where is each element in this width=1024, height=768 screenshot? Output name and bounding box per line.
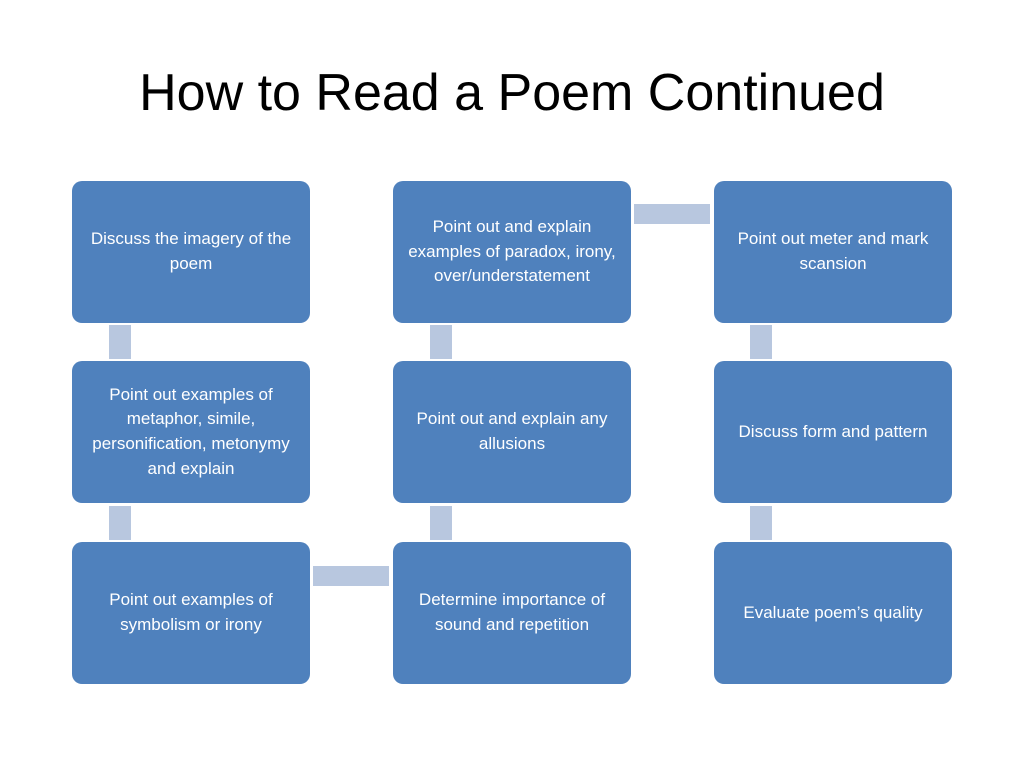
- step-box-form-pattern: Discuss form and pattern: [714, 361, 952, 503]
- connector-8-9: [750, 506, 772, 540]
- step-box-imagery: Discuss the imagery of the poem: [72, 181, 310, 323]
- step-box-metaphor: Point out examples of metaphor, simile, …: [72, 361, 310, 503]
- step-box-sound-repetition: Determine importance of sound and repeti…: [393, 542, 631, 684]
- step-box-symbolism: Point out examples of symbolism or irony: [72, 542, 310, 684]
- connector-1-2: [109, 325, 131, 359]
- connector-7-8: [750, 325, 772, 359]
- connector-6-7: [634, 204, 710, 224]
- step-box-meter: Point out meter and mark scansion: [714, 181, 952, 323]
- connector-3-4: [313, 566, 389, 586]
- connector-4-5: [430, 506, 452, 540]
- slide-title: How to Read a Poem Continued: [139, 64, 885, 122]
- connector-2-3: [109, 506, 131, 540]
- step-box-allusions: Point out and explain any allusions: [393, 361, 631, 503]
- connector-5-6: [430, 325, 452, 359]
- step-box-evaluate: Evaluate poem’s quality: [714, 542, 952, 684]
- step-box-paradox: Point out and explain examples of parado…: [393, 181, 631, 323]
